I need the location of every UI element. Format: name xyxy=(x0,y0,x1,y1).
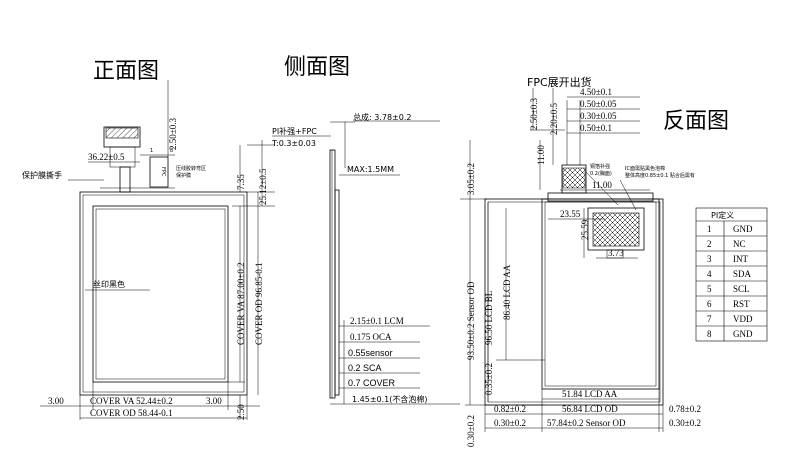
front-cover-outline xyxy=(79,191,248,396)
front-cover-od-vertical: COVER OD 96.85-0.1 xyxy=(254,263,264,346)
front-cover-va-horizontal: COVER VA 52.44±0.2 xyxy=(90,396,173,406)
pi-table-pin: 3 xyxy=(707,254,712,264)
back-dim-1100v: 11.00 xyxy=(536,145,546,165)
front-cover-va xyxy=(92,205,229,383)
back-fpc-title: FPC展开出货 xyxy=(527,75,592,89)
pi-table-pin: 7 xyxy=(707,314,712,324)
pi-table-title: PI定义 xyxy=(711,210,734,220)
back-note-ic-2: 整体高度0.85±0.1 贴合后需有 xyxy=(625,172,695,179)
back-note-copper-1: 铜箔补强 xyxy=(590,163,610,170)
side-total-thickness: 总成: 3.78±0.2 xyxy=(353,112,411,122)
front-fpc-pin1: 1 xyxy=(150,148,153,154)
back-lcd-aa-horizontal: 51.84 LCD AA xyxy=(562,389,618,399)
back-lcd-aa-vertical: 86.40 LCD AA xyxy=(502,264,512,320)
side-cover: 0.7 COVER xyxy=(348,378,396,388)
pi-table-signal: RST xyxy=(733,299,750,309)
side-sensor: 0.55sensor xyxy=(348,348,393,358)
back-dim-373: 3.73 xyxy=(608,248,624,258)
side-view-title: 侧面图 xyxy=(284,55,350,80)
pi-table-pin: 4 xyxy=(707,269,712,279)
front-view: 1 8 压线胶转弯区 保护膜 FPC 2.50±0.3 36.22±0.5 保护… xyxy=(22,80,275,420)
back-dim-030-right: 0.30±0.2 xyxy=(669,418,701,428)
side-view: 总成: 3.78±0.2 PI补强+FPC T:0.3±0.03 MAX:1.5… xyxy=(271,112,460,405)
side-sca: 0.2 SCA xyxy=(348,363,382,373)
back-dim-2355: 23.55 xyxy=(560,209,581,219)
pi-table-signal: NC xyxy=(733,239,746,249)
side-oca: 0.175 OCA xyxy=(350,332,392,342)
back-dim-030-left: 0.30±0.2 xyxy=(494,418,526,428)
back-dim-050a: 0.50±0.05 xyxy=(580,99,617,109)
back-view: FPC展开出货 4.50±0.1 0.50±0.05 0.30±0.05 0.5… xyxy=(460,75,701,447)
back-note-copper-2: 0.2(胸面) xyxy=(590,170,612,177)
back-lcd-outline xyxy=(541,198,660,390)
side-stack xyxy=(329,149,336,399)
front-fpc-note-1: 压线胶转弯区 xyxy=(176,165,206,172)
pi-table-signal: SDA xyxy=(733,269,752,279)
back-dim-050b: 0.50±0.1 xyxy=(580,123,612,133)
pi-table-signal: VDD xyxy=(733,314,753,324)
front-fpc-vlabel: FPC xyxy=(160,167,166,177)
back-dim-305: 3.05±0.2 xyxy=(466,163,476,195)
front-dim-2512: 25.12±0.5 xyxy=(258,168,268,205)
back-dim-078: 0.78±0.2 xyxy=(669,404,701,414)
back-dim-1100h: 11.00 xyxy=(592,180,612,190)
front-fpc-bend xyxy=(149,156,169,188)
back-dim-030: 0.30±0.05 xyxy=(580,111,617,121)
back-dim-250: 2.50±0.3 xyxy=(529,98,539,130)
back-copper-stiffener xyxy=(592,212,640,247)
back-lcd-od-horizontal: 56.84 LCD OD xyxy=(562,404,618,414)
pi-table-pin: 8 xyxy=(707,329,712,339)
back-note-ic-1: IC面需贴黑色泡棉 xyxy=(625,165,665,172)
front-dim-250-bottom: 2.50 xyxy=(236,404,246,420)
side-max-label: MAX:1.5MM xyxy=(347,165,394,174)
pi-table-signal: GND xyxy=(733,224,753,234)
front-dim-fpc-width: 36.22±0.5 xyxy=(88,152,125,162)
pi-table-pin: 2 xyxy=(707,239,712,249)
pi-table-pin: 5 xyxy=(707,284,712,294)
front-view-title: 正面图 xyxy=(93,59,159,84)
pi-table-signal: INT xyxy=(733,254,748,264)
back-dim-450: 4.50±0.1 xyxy=(580,87,612,97)
back-sensor-od-horizontal: 57.84±0.2 Sensor OD xyxy=(547,418,626,428)
back-dim-035: 0.35±0.2 xyxy=(484,363,494,395)
pi-table-pin: 6 xyxy=(707,299,712,309)
front-dim-300-left: 3.00 xyxy=(48,396,64,406)
back-lcd-bl-vertical: 96.50 LCD BL xyxy=(484,291,494,345)
side-pi-thickness: T:0.3±0.03 xyxy=(271,139,316,148)
front-cover-od-horizontal: COVER OD 58.44-0.1 xyxy=(90,408,173,418)
front-dim-fpc-height: 2.50±0.3 xyxy=(168,118,178,150)
side-pi-label: PI补强+FPC xyxy=(272,126,317,136)
pi-table-signal: SCL xyxy=(733,284,750,294)
front-dim-300-right: 3.00 xyxy=(206,396,222,406)
back-dim-030b: 0.30±0.2 xyxy=(466,415,476,447)
back-sensor-od-vertical: 93.50±0.2 Sensor OD xyxy=(466,281,476,360)
pi-table-signal: GND xyxy=(733,329,753,339)
front-fpc-pin8: 8 xyxy=(170,148,173,154)
front-fpc-note-2: 保护膜 xyxy=(176,172,191,179)
pi-table-pin: 1 xyxy=(707,224,712,234)
front-cover-va-vertical: COVER VA 87.00±0.2 xyxy=(236,262,246,345)
side-bubble: 1.45±0.1(不含泡棉) xyxy=(352,394,427,404)
back-dim-2559: 25.59 xyxy=(580,219,590,240)
back-view-title: 反面图 xyxy=(663,109,729,134)
front-silk-label: 丝印黑色 xyxy=(93,279,125,289)
front-protect-film-label: 保护膜撕手 xyxy=(22,170,62,180)
front-dim-735: 7.35 xyxy=(236,174,246,190)
side-lcm: 2.15±0.1 LCM xyxy=(350,316,404,326)
back-dim-082: 0.82±0.2 xyxy=(494,404,526,414)
back-dim-220: 2.20±0.5 xyxy=(549,103,559,135)
